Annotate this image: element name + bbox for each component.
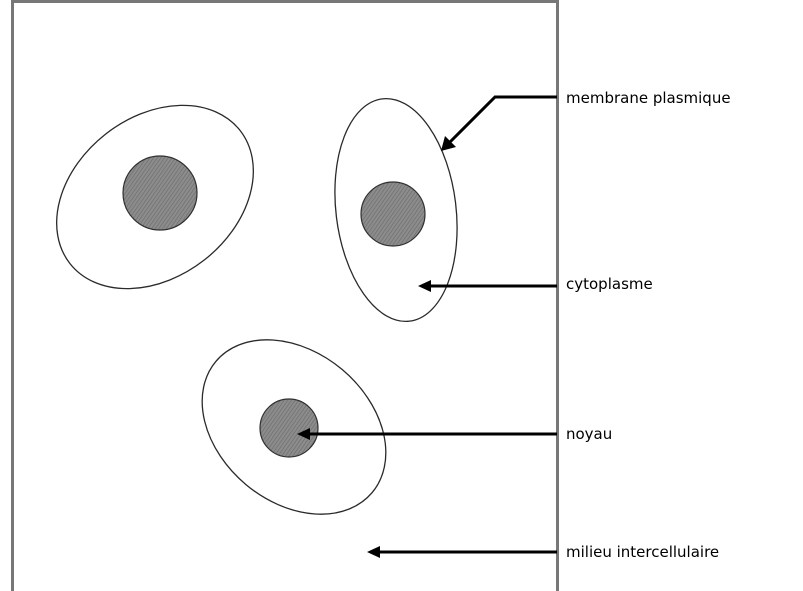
label-cytoplasme: cytoplasme	[566, 275, 653, 293]
intercellular-arrowhead	[367, 546, 380, 558]
cell-1-nucleus	[123, 156, 197, 230]
membrane-pointer-arrow	[450, 97, 557, 142]
cell-2-nucleus	[361, 182, 425, 246]
cell-3-nucleus	[260, 399, 318, 457]
label-milieu-intercellulaire: milieu intercellulaire	[566, 543, 719, 561]
label-membrane-plasmique: membrane plasmique	[566, 89, 731, 107]
label-noyau: noyau	[566, 425, 612, 443]
